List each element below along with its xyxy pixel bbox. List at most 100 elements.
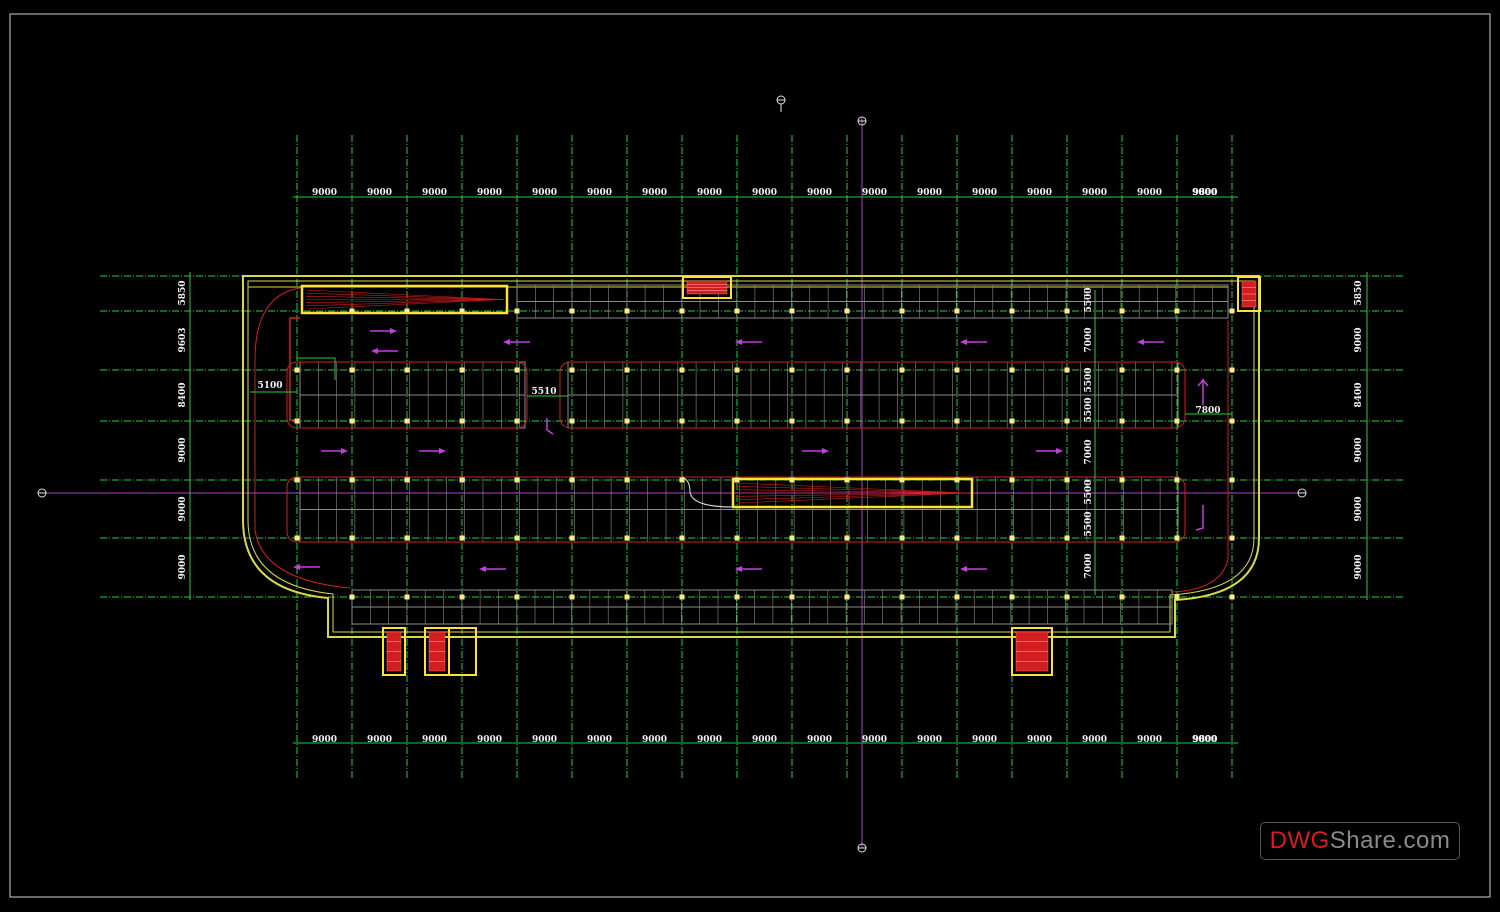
dimension-label-left: 9000 [178,437,188,462]
structural-column [294,418,300,424]
dimension-label-top: 9000 [862,188,887,198]
flow-arrow [960,339,987,345]
dimension-label-bottom: 9000 [422,735,447,745]
inner-dimension-label: 7000 [1084,439,1094,464]
turn-arrow [1195,505,1204,531]
structural-column [1064,535,1070,541]
structural-column [734,367,740,373]
turn-arrow [1197,377,1209,405]
dimension-label-right: 9000 [1354,327,1364,352]
structural-column [1009,477,1015,483]
structural-column [789,594,795,600]
structural-column [514,477,520,483]
structural-column [1229,308,1235,314]
stair-core-bottom-left-c [448,627,477,676]
stair-core-bottom-left-a [382,627,406,676]
flow-arrow-head [735,339,742,345]
ramp-top-left-fan [305,299,504,303]
flow-arrow [370,328,397,334]
structural-column [349,308,355,314]
structural-column [1229,535,1235,541]
inner-dimension-label: 7000 [1084,553,1094,578]
dimension-label-bottom: 9000 [1137,735,1162,745]
ramp-center-fan [736,492,969,500]
dimension-label-bottom: 9000 [1027,735,1052,745]
structural-column [1174,477,1180,483]
structural-column [1174,367,1180,373]
dimension-label-top: 9000 [422,188,447,198]
structural-column [1064,308,1070,314]
structural-column [404,535,410,541]
inner-dimension-label: 5500 [1084,511,1094,536]
structural-column [624,418,630,424]
dimension-label-bottom: 9000 [312,735,337,745]
flow-arrow-head [1056,448,1063,454]
inner-dimension-left-span: 5100 [257,381,282,391]
dimension-label-right: 9000 [1354,554,1364,579]
dimension-label-top: 9000 [642,188,667,198]
inner-dimension-ramp-gap: 5510 [531,387,556,397]
flow-arrow [503,339,530,345]
structural-column [844,594,850,600]
dimension-label-left: 8400 [178,382,188,407]
dimension-label-bottom: 9000 [697,735,722,745]
structural-column [459,418,465,424]
ramp-center-fan [736,492,969,504]
structural-column [569,308,575,314]
structural-column [844,535,850,541]
inner-dimension-label: 5500 [1084,397,1094,422]
ramp-center-fan [736,492,969,497]
building-outer-wall [242,275,1260,638]
drive-lane-curve-right [1171,320,1229,593]
structural-column [349,535,355,541]
structural-column [1229,477,1235,483]
structural-column [899,308,905,314]
structural-column [789,477,795,483]
flow-arrow-head [1137,339,1144,345]
dimension-label-top: 9000 [312,188,337,198]
dimension-label-left: 9000 [178,496,188,521]
flow-arrow [735,339,762,345]
structural-column [404,418,410,424]
structural-column [459,367,465,373]
dimension-label-top: 9000 [807,188,832,198]
structural-column [899,594,905,600]
inner-dimension-label: 5500 [1084,367,1094,392]
dimension-label-top: 9000 [1027,188,1052,198]
structural-column [1229,594,1235,600]
flow-arrow-head [822,448,829,454]
flow-arrow-head [960,566,967,572]
structural-column [514,367,520,373]
flow-arrow [419,448,446,454]
structural-column [844,308,850,314]
drive-lane-curve-left [254,287,351,589]
dimension-label-top: 9000 [1082,188,1107,198]
dimension-label-bottom: 9000 [367,735,392,745]
structural-column [899,418,905,424]
structural-column [679,418,685,424]
flow-arrow-head [341,448,348,454]
ramp-center-fan [736,482,969,494]
structural-column [734,308,740,314]
flow-arrow-head [371,348,378,354]
structural-column [734,477,740,483]
structural-column [954,477,960,483]
dimension-label-top: 9000 [1137,188,1162,198]
structural-column [459,535,465,541]
flow-arrow-head [960,339,967,345]
structural-column [459,308,465,314]
flow-arrow [1137,339,1164,345]
structural-column [954,308,960,314]
ramp-top-left-fan [305,296,504,300]
structural-column [679,308,685,314]
inner-dimension-right-span: 7800 [1195,406,1220,416]
structural-column [624,477,630,483]
structural-column [1119,594,1125,600]
structural-column [734,535,740,541]
island-outline-upper-right [559,361,1186,429]
structural-column [679,535,685,541]
structural-column [954,418,960,424]
